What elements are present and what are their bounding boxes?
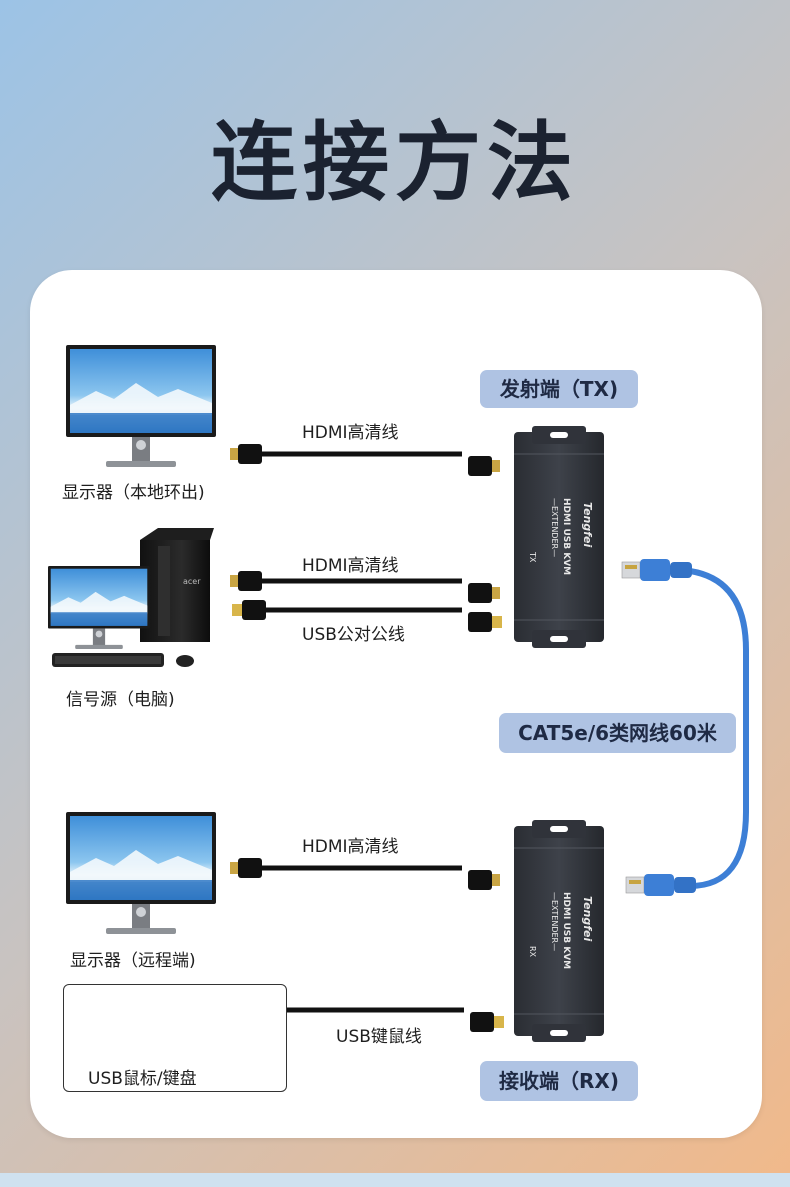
local-monitor-icon — [66, 345, 216, 467]
pc-brand-text: acer — [183, 577, 201, 586]
hdmi-cable-top-label: HDMI高清线 — [302, 423, 399, 443]
hdmi-cable-remote — [230, 858, 500, 890]
local-monitor-label: 显示器（本地环出) — [62, 483, 205, 503]
bottom-strip — [0, 1173, 790, 1187]
network-cable — [621, 558, 749, 897]
hdmi-cable-source-label: HDMI高清线 — [302, 556, 399, 576]
usb-km-cable — [286, 1007, 504, 1032]
tx-extender-text: Tengfei HDMI USB KVM —EXTENDER— TX — [528, 498, 594, 575]
usb-cable-source — [232, 600, 502, 632]
hdmi-cable-source — [230, 571, 500, 603]
usb-km-label: USB鼠标/键盘 — [88, 1069, 197, 1089]
rx-label-pill: 接收端（RX) — [480, 1061, 638, 1101]
remote-monitor-label: 显示器（远程端) — [70, 951, 196, 971]
svg-text:Tengfei: Tengfei — [581, 896, 594, 941]
usb-cable-source-label: USB公对公线 — [302, 625, 405, 645]
page-title: 连接方法 — [211, 113, 579, 213]
svg-text:RX: RX — [528, 946, 537, 958]
source-pc-icon: acer — [48, 528, 214, 667]
tx-label-pill: 发射端（TX) — [480, 370, 638, 408]
rx-extender-text: Tengfei HDMI USB KVM —EXTENDER— RX — [528, 892, 594, 969]
svg-text:Tengfei: Tengfei — [581, 502, 594, 547]
source-pc-label: 信号源（电脑) — [66, 690, 175, 710]
svg-text:—EXTENDER—: —EXTENDER— — [550, 892, 559, 951]
hdmi-cable-remote-label: HDMI高清线 — [302, 837, 399, 857]
svg-text:HDMI USB KVM: HDMI USB KVM — [561, 498, 571, 575]
svg-text:HDMI USB KVM: HDMI USB KVM — [561, 892, 571, 969]
svg-text:TX: TX — [528, 551, 537, 563]
usb-km-cable-label: USB键鼠线 — [336, 1027, 422, 1047]
svg-text:—EXTENDER—: —EXTENDER— — [550, 498, 559, 557]
network-cable-label-pill: CAT5e/6类网线60米 — [499, 713, 736, 753]
remote-monitor-icon — [66, 812, 216, 934]
hdmi-cable-top — [230, 444, 500, 476]
usb-km-panel — [63, 984, 287, 1092]
